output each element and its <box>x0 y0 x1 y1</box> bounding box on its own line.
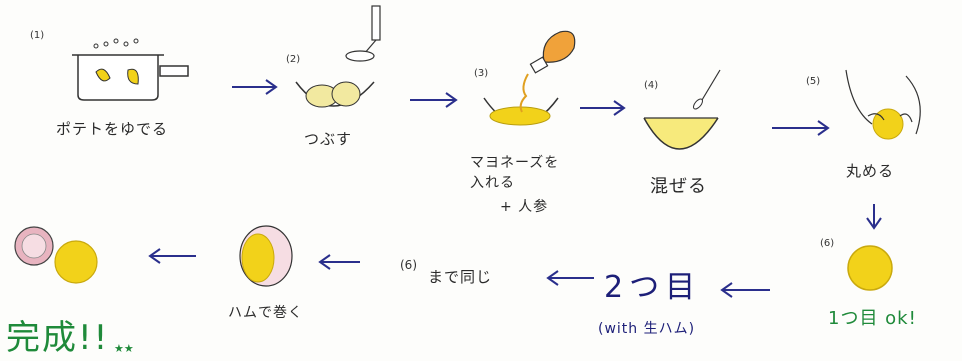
second-round-title: 2つ目 <box>604 270 702 305</box>
step-4-number: (4) <box>644 80 659 91</box>
arrow-right-icon <box>580 100 626 116</box>
finished-stars: ★★ <box>114 342 134 355</box>
same-as-step-number: (6) <box>400 258 417 272</box>
mayonnaise-bowl-icon <box>483 30 576 126</box>
second-round-subtitle: (with 生ハム) <box>598 321 696 337</box>
step-4-label: 混ぜる <box>650 176 707 197</box>
finished-label: 完成!! <box>6 318 110 358</box>
arrow-left-icon <box>318 254 360 270</box>
step-2-label: つぶす <box>304 130 353 148</box>
step-3-label-line1: マヨネーズを <box>470 155 560 171</box>
arrow-right-icon <box>410 92 458 108</box>
masher-bowl-icon <box>295 5 381 108</box>
wrap-ham-label: ハムで巻く <box>228 305 303 321</box>
step-3-label-line3: + 人参 <box>500 199 549 215</box>
potato-ball-icon <box>847 245 893 291</box>
step-5-label: 丸める <box>846 162 895 180</box>
step-1-number: (1) <box>30 30 45 41</box>
same-as-label: まで同じ <box>428 268 493 286</box>
arrow-right-icon <box>232 79 278 95</box>
finished-balls-icon <box>14 226 98 284</box>
arrow-left-icon <box>546 270 594 286</box>
ham-wrapped-ball-icon <box>239 225 293 287</box>
arrow-down-icon <box>866 204 882 230</box>
step-6-label: 1つ目 ok! <box>828 308 917 329</box>
step-6-number: (6) <box>820 238 835 249</box>
arrow-left-icon <box>720 282 770 298</box>
arrow-right-icon <box>772 120 830 136</box>
step-5-number: (5) <box>806 76 821 87</box>
step-2-number: (2) <box>286 54 301 65</box>
step-1-label: ポテトをゆでる <box>56 120 169 138</box>
arrow-left-icon <box>148 248 196 264</box>
step-3-number: (3) <box>474 68 489 79</box>
mixing-bowl-icon <box>643 69 721 150</box>
hands-rolling-icon <box>845 69 921 140</box>
step-3-label-line2: 入れる <box>470 175 515 191</box>
boiling-pot-icon <box>72 38 189 101</box>
